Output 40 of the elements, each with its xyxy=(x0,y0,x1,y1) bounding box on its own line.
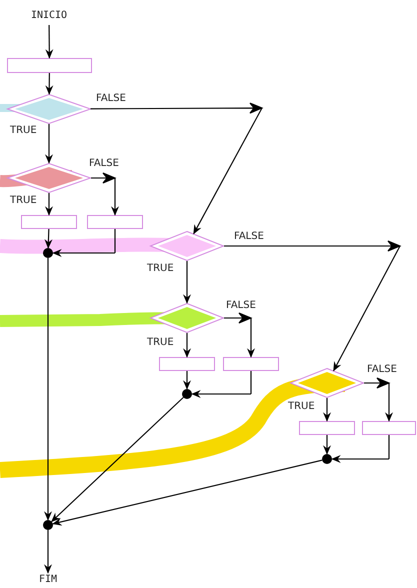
process-box xyxy=(362,421,416,435)
junction-dot xyxy=(43,520,53,530)
terminal-label: INICIO xyxy=(27,9,71,25)
flow-arrow xyxy=(331,434,390,463)
flow-arrow xyxy=(323,435,331,455)
process-box xyxy=(87,215,143,229)
flow-arrow xyxy=(45,193,53,216)
flow-arrow xyxy=(183,333,191,358)
flow-arrow xyxy=(183,261,191,304)
junction-dot xyxy=(322,454,332,464)
decision-diamond xyxy=(150,231,224,261)
flow-arrow xyxy=(191,370,252,398)
process-box xyxy=(159,357,215,371)
decision-diamond xyxy=(7,94,91,124)
flow-arrow xyxy=(223,312,255,358)
decision-diamond xyxy=(290,368,364,398)
process-box xyxy=(299,421,355,435)
process-box xyxy=(223,357,279,371)
flow-arrow xyxy=(44,530,52,574)
flow-arrow xyxy=(223,240,401,372)
junction-dot xyxy=(43,248,53,258)
terminal-label: FIM xyxy=(33,573,63,587)
process-box xyxy=(7,58,92,73)
junction-dot xyxy=(182,389,192,399)
flow-arrow xyxy=(51,397,184,522)
flow-arrow xyxy=(45,124,53,164)
flow-arrow xyxy=(90,172,119,216)
flow-arrow xyxy=(90,102,263,234)
flow-arrow xyxy=(323,398,331,422)
process-box xyxy=(21,215,77,229)
decision-diamond xyxy=(150,303,224,333)
flow-arrow xyxy=(183,371,191,390)
flow-arrow xyxy=(44,258,52,521)
flow-arrow xyxy=(45,73,54,95)
flow-arrow xyxy=(44,228,52,249)
flow-arrow xyxy=(52,460,322,526)
flow-arrow xyxy=(45,25,54,59)
flow-arrow xyxy=(52,228,116,257)
flow-arrow xyxy=(363,377,393,422)
decision-diamond xyxy=(7,163,91,193)
